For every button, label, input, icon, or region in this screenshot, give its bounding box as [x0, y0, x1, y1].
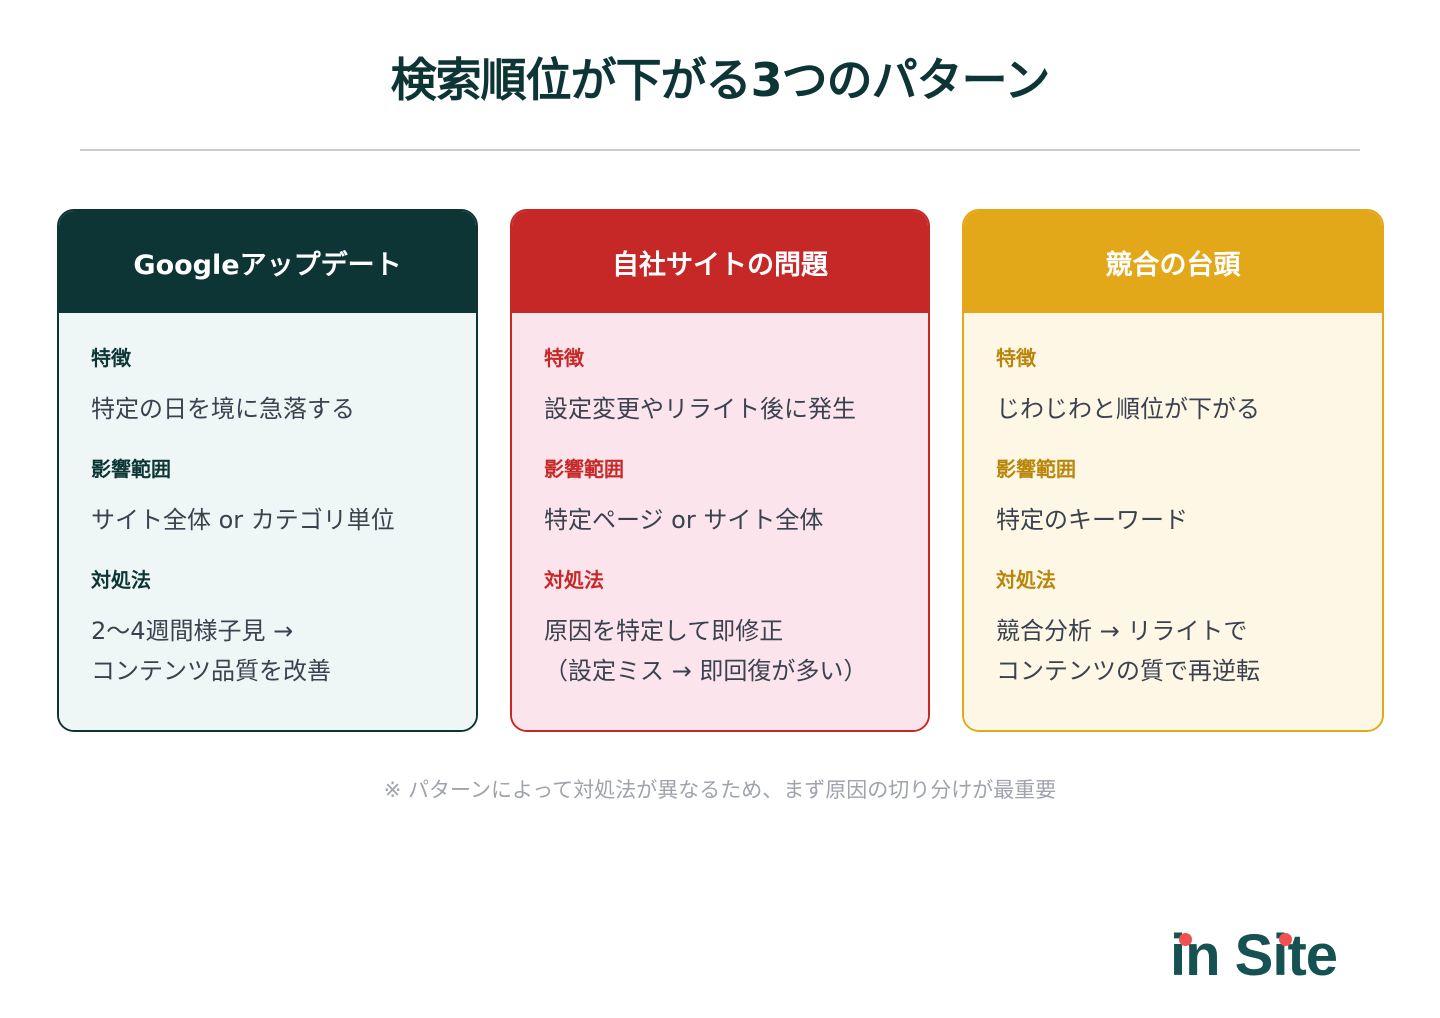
section-features: 特徴 設定変更やリライト後に発生	[544, 345, 928, 429]
card-body: 特徴 じわじわと順位が下がる 影響範囲 特定のキーワード 対処法 競合分析 → …	[964, 313, 1382, 730]
brand-logo: in Site	[1170, 923, 1338, 988]
section-value: 競合分析 → リライトで コンテンツの質で再逆転	[996, 617, 1260, 685]
title-divider	[80, 149, 1360, 151]
card-header: 競合の台頭	[964, 211, 1382, 313]
pattern-card-competitor-rise: 競合の台頭 特徴 じわじわと順位が下がる 影響範囲 特定のキーワード 対処法 競…	[962, 209, 1384, 732]
section-remedy: 対処法 競合分析 → リライトで コンテンツの質で再逆転	[996, 567, 1382, 691]
section-scope: 影響範囲 特定のキーワード	[996, 456, 1382, 540]
logo-site: Site	[1234, 923, 1338, 988]
section-features: 特徴 じわじわと順位が下がる	[996, 345, 1382, 429]
pattern-card-own-site-issue: 自社サイトの問題 特徴 設定変更やリライト後に発生 影響範囲 特定ページ or …	[510, 209, 930, 732]
section-value: サイト全体 or カテゴリ単位	[91, 506, 395, 534]
section-label: 特徴	[996, 346, 1036, 370]
footnote: ※ パターンによって対処法が異なるため、まず原因の切り分けが最重要	[383, 778, 1057, 802]
logo-in: in	[1170, 923, 1221, 988]
logo-text-in: in	[1170, 923, 1221, 988]
section-label: 対処法	[996, 568, 1056, 592]
section-value: 特定のキーワード	[996, 506, 1188, 534]
section-label: 特徴	[544, 346, 584, 370]
section-scope: 影響範囲 特定ページ or サイト全体	[544, 456, 928, 540]
section-scope: 影響範囲 サイト全体 or カテゴリ単位	[91, 456, 476, 540]
section-value: 特定の日を境に急落する	[91, 395, 355, 423]
section-label: 対処法	[91, 568, 151, 592]
card-body: 特徴 特定の日を境に急落する 影響範囲 サイト全体 or カテゴリ単位 対処法 …	[59, 313, 476, 730]
section-remedy: 対処法 2〜4週間様子見 → コンテンツ品質を改善	[91, 567, 476, 691]
section-value: 設定変更やリライト後に発生	[544, 395, 856, 423]
section-label: 影響範囲	[544, 457, 624, 481]
card-title: 自社サイトの問題	[612, 249, 828, 281]
section-label: 影響範囲	[91, 457, 171, 481]
card-title: 競合の台頭	[1105, 249, 1241, 281]
section-features: 特徴 特定の日を境に急落する	[91, 345, 476, 429]
section-value: 2〜4週間様子見 → コンテンツ品質を改善	[91, 617, 331, 685]
section-remedy: 対処法 原因を特定して即修正 （設定ミス → 即回復が多い）	[544, 567, 928, 691]
section-label: 対処法	[544, 568, 604, 592]
section-value: じわじわと順位が下がる	[996, 395, 1260, 423]
logo-text-site: Site	[1234, 923, 1338, 988]
page-title: 検索順位が下がる3つのパターン	[390, 53, 1051, 107]
card-title: Googleアップデート	[133, 249, 402, 281]
card-body: 特徴 設定変更やリライト後に発生 影響範囲 特定ページ or サイト全体 対処法…	[512, 313, 928, 730]
section-label: 影響範囲	[996, 457, 1076, 481]
pattern-card-google-update: Googleアップデート 特徴 特定の日を境に急落する 影響範囲 サイト全体 o…	[57, 209, 478, 732]
card-header: 自社サイトの問題	[512, 211, 928, 313]
section-label: 特徴	[91, 346, 131, 370]
section-value: 特定ページ or サイト全体	[544, 506, 824, 534]
card-header: Googleアップデート	[59, 211, 476, 313]
section-value: 原因を特定して即修正 （設定ミス → 即回復が多い）	[544, 617, 868, 685]
